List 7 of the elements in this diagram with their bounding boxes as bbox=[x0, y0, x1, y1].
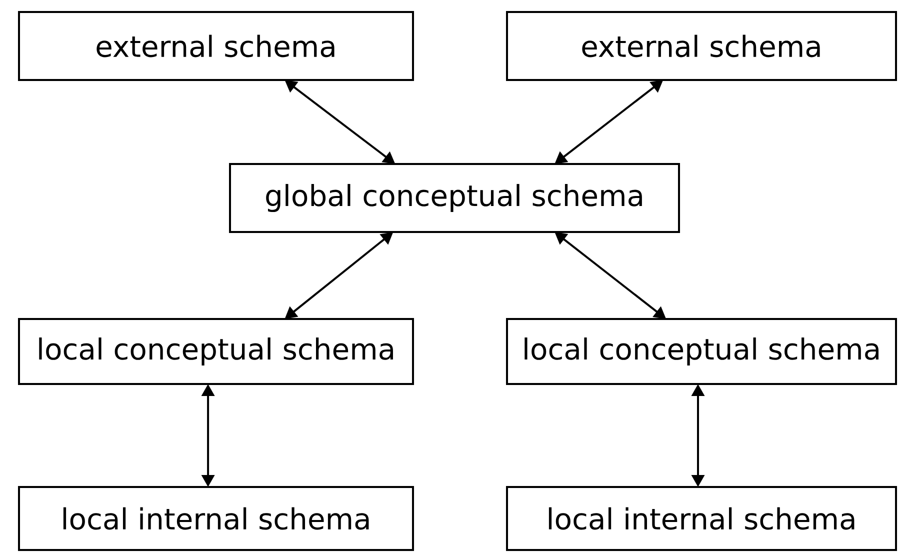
schema-box: external schema bbox=[18, 11, 414, 81]
schema-box: local conceptual schema bbox=[506, 318, 897, 385]
schema-box: local internal schema bbox=[506, 486, 897, 551]
schema-box: global conceptual schema bbox=[229, 163, 680, 233]
schema-box: local conceptual schema bbox=[18, 318, 414, 385]
schema-box: local internal schema bbox=[18, 486, 414, 551]
schema-box: external schema bbox=[506, 11, 897, 81]
